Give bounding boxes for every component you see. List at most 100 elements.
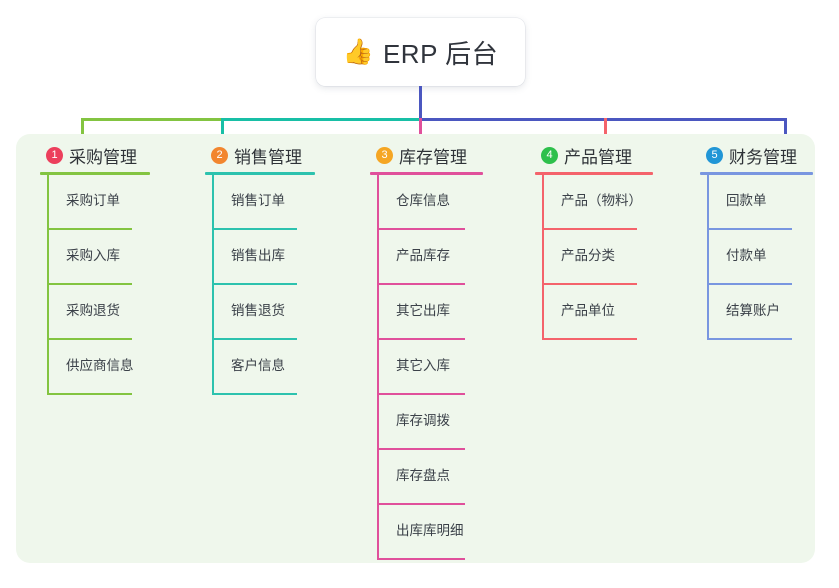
- branch-spine-1: [47, 175, 49, 395]
- leaf-rule: [377, 393, 465, 395]
- branch-title-4: 产品管理: [564, 147, 632, 167]
- branch-header-4[interactable]: 4 产品管理: [535, 142, 653, 168]
- leaf-node[interactable]: 产品库存: [370, 230, 483, 285]
- page-title: ERP 后台: [382, 38, 499, 69]
- leaf-node[interactable]: 采购入库: [40, 230, 150, 285]
- branch-header-rule-1: [40, 172, 150, 175]
- leaf-rule: [707, 338, 792, 340]
- thumbs-up-icon: 👍: [342, 37, 374, 66]
- leaf-rule: [377, 283, 465, 285]
- leaf-node[interactable]: 回款单: [700, 175, 813, 230]
- leaf-node[interactable]: 采购订单: [40, 175, 150, 230]
- leaf-label: 仓库信息: [396, 193, 450, 208]
- leaf-node[interactable]: 客户信息: [205, 340, 315, 395]
- branch-title-3: 库存管理: [399, 147, 467, 167]
- leaf-rule: [212, 338, 297, 340]
- branch-header-3[interactable]: 3 库存管理: [370, 142, 483, 168]
- leaf-rule: [377, 503, 465, 505]
- leaf-label: 采购退货: [66, 303, 120, 318]
- leaf-label: 回款单: [726, 193, 767, 208]
- leaf-node[interactable]: 销售退货: [205, 285, 315, 340]
- branch-header-rule-3: [370, 172, 483, 175]
- root-node-card[interactable]: 👍 ERP 后台: [316, 18, 525, 86]
- leaf-label: 付款单: [726, 248, 767, 263]
- leaf-label: 其它入库: [396, 358, 450, 373]
- leaf-node[interactable]: 供应商信息: [40, 340, 150, 395]
- branch-badge-3: 3: [376, 146, 393, 164]
- leaf-rule: [212, 283, 297, 285]
- leaf-rule: [542, 338, 637, 340]
- leaf-rule: [377, 558, 465, 560]
- leaf-label: 产品库存: [396, 248, 450, 263]
- leaf-label: 供应商信息: [66, 358, 134, 373]
- leaf-rule: [707, 283, 792, 285]
- leaf-rule: [47, 393, 132, 395]
- branch-body-3: 仓库信息产品库存其它出库其它入库库存调拨库存盘点出库库明细: [370, 175, 483, 560]
- branch-column-4: 4 产品管理产品（物料） 产品分类产品单位: [535, 142, 653, 340]
- leaf-node[interactable]: 结算账户: [700, 285, 813, 340]
- leaf-label: 库存盘点: [396, 468, 450, 483]
- branches-panel: [16, 134, 815, 563]
- leaf-label: 销售订单: [231, 193, 285, 208]
- leaf-rule: [377, 338, 465, 340]
- leaf-node[interactable]: 其它入库: [370, 340, 483, 395]
- branch-title-1: 采购管理: [69, 147, 137, 167]
- leaf-label: 采购入库: [66, 248, 120, 263]
- leaf-label: 产品（物料）: [561, 193, 642, 208]
- branch-header-rule-4: [535, 172, 653, 175]
- segment-green: [81, 118, 221, 121]
- segment-blue: [419, 118, 785, 121]
- leaf-node[interactable]: 库存调拨: [370, 395, 483, 450]
- leaf-node[interactable]: 销售出库: [205, 230, 315, 285]
- branch-header-rule-2: [205, 172, 315, 175]
- branch-badge-2: 2: [211, 146, 228, 164]
- branch-spine-2: [212, 175, 214, 395]
- leaf-node[interactable]: 采购退货: [40, 285, 150, 340]
- leaf-node[interactable]: 产品单位: [535, 285, 653, 340]
- leaf-label: 客户信息: [231, 358, 285, 373]
- drop-finance: [784, 118, 787, 140]
- leaf-label: 库存调拨: [396, 413, 450, 428]
- leaf-label: 销售出库: [231, 248, 285, 263]
- leaf-node[interactable]: 仓库信息: [370, 175, 483, 230]
- branch-badge-4: 4: [541, 146, 558, 164]
- branch-header-rule-5: [700, 172, 813, 175]
- root-stem: [419, 86, 422, 121]
- branch-title-5: 财务管理: [729, 147, 797, 167]
- drop-purchase: [81, 118, 84, 140]
- leaf-label: 结算账户: [726, 303, 780, 318]
- leaf-rule: [212, 393, 297, 395]
- branch-body-2: 销售订单销售出库销售退货客户信息: [205, 175, 315, 395]
- leaf-label: 销售退货: [231, 303, 285, 318]
- branch-spine-4: [542, 175, 544, 340]
- leaf-node[interactable]: 其它出库: [370, 285, 483, 340]
- leaf-node[interactable]: 付款单: [700, 230, 813, 285]
- leaf-node[interactable]: 出库库明细: [370, 505, 483, 560]
- leaf-rule: [542, 283, 637, 285]
- leaf-node[interactable]: 产品（物料）: [535, 175, 653, 230]
- leaf-label: 采购订单: [66, 193, 120, 208]
- root-node-content: 👍 ERP 后台: [343, 34, 498, 71]
- leaf-node[interactable]: 产品分类: [535, 230, 653, 285]
- leaf-rule: [47, 338, 132, 340]
- leaf-rule: [377, 228, 465, 230]
- drop-sales: [221, 118, 224, 140]
- segment-teal: [221, 118, 419, 121]
- drop-product: [604, 118, 607, 140]
- leaf-label: 出库库明细: [396, 523, 464, 538]
- leaf-node[interactable]: 库存盘点: [370, 450, 483, 505]
- leaf-node[interactable]: 销售订单: [205, 175, 315, 230]
- drop-inventory: [419, 118, 422, 140]
- leaf-rule: [542, 228, 637, 230]
- leaf-rule: [47, 283, 132, 285]
- leaf-label: 产品分类: [561, 248, 615, 263]
- leaf-rule: [212, 228, 297, 230]
- branch-body-1: 采购订单采购入库采购退货供应商信息: [40, 175, 150, 395]
- leaf-rule: [47, 228, 132, 230]
